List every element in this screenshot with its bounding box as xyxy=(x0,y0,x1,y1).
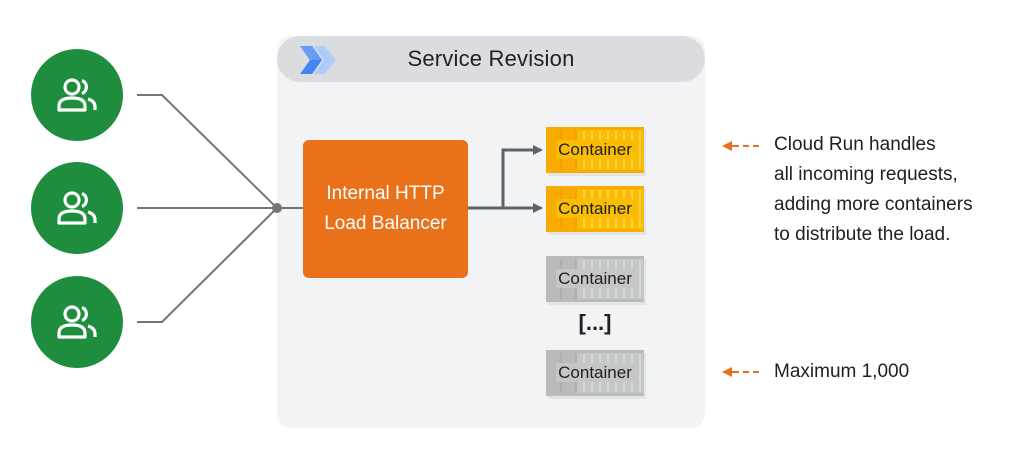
junction-dot xyxy=(272,203,282,213)
user-wire xyxy=(137,207,278,323)
lb-to-container-1-arrow xyxy=(501,145,543,208)
container-max: Container xyxy=(546,350,644,396)
group-icon xyxy=(57,78,97,112)
dashed-arrow-icon xyxy=(722,141,759,151)
cloud-run-icon xyxy=(300,46,336,74)
more-containers-ellipsis: [...] xyxy=(578,310,612,335)
container-1: Container xyxy=(546,127,644,173)
container-2: Container xyxy=(546,186,644,232)
autoscale-note: Cloud Run handles all incoming requests,… xyxy=(774,134,973,245)
container-label: Container xyxy=(556,199,634,218)
user-wire xyxy=(137,94,278,209)
container-3: Container xyxy=(546,256,644,302)
user-group-2 xyxy=(31,162,123,254)
load-balancer-label: Internal HTTP Load Balancer xyxy=(324,183,447,234)
user-group-3 xyxy=(31,276,123,368)
user-group-1 xyxy=(31,49,123,141)
service-revision-title: Service Revision xyxy=(407,46,575,71)
group-icon xyxy=(57,305,97,339)
maximum-note: Maximum 1,000 xyxy=(774,361,910,382)
container-label: Container xyxy=(556,140,634,159)
service-revision-header xyxy=(277,36,705,82)
container-label: Container xyxy=(556,269,634,288)
container-label: Container xyxy=(556,363,634,382)
dashed-arrow-icon xyxy=(722,367,759,377)
group-icon xyxy=(57,191,97,225)
internal-http-load-balancer: Internal HTTP Load Balancer xyxy=(303,140,468,278)
